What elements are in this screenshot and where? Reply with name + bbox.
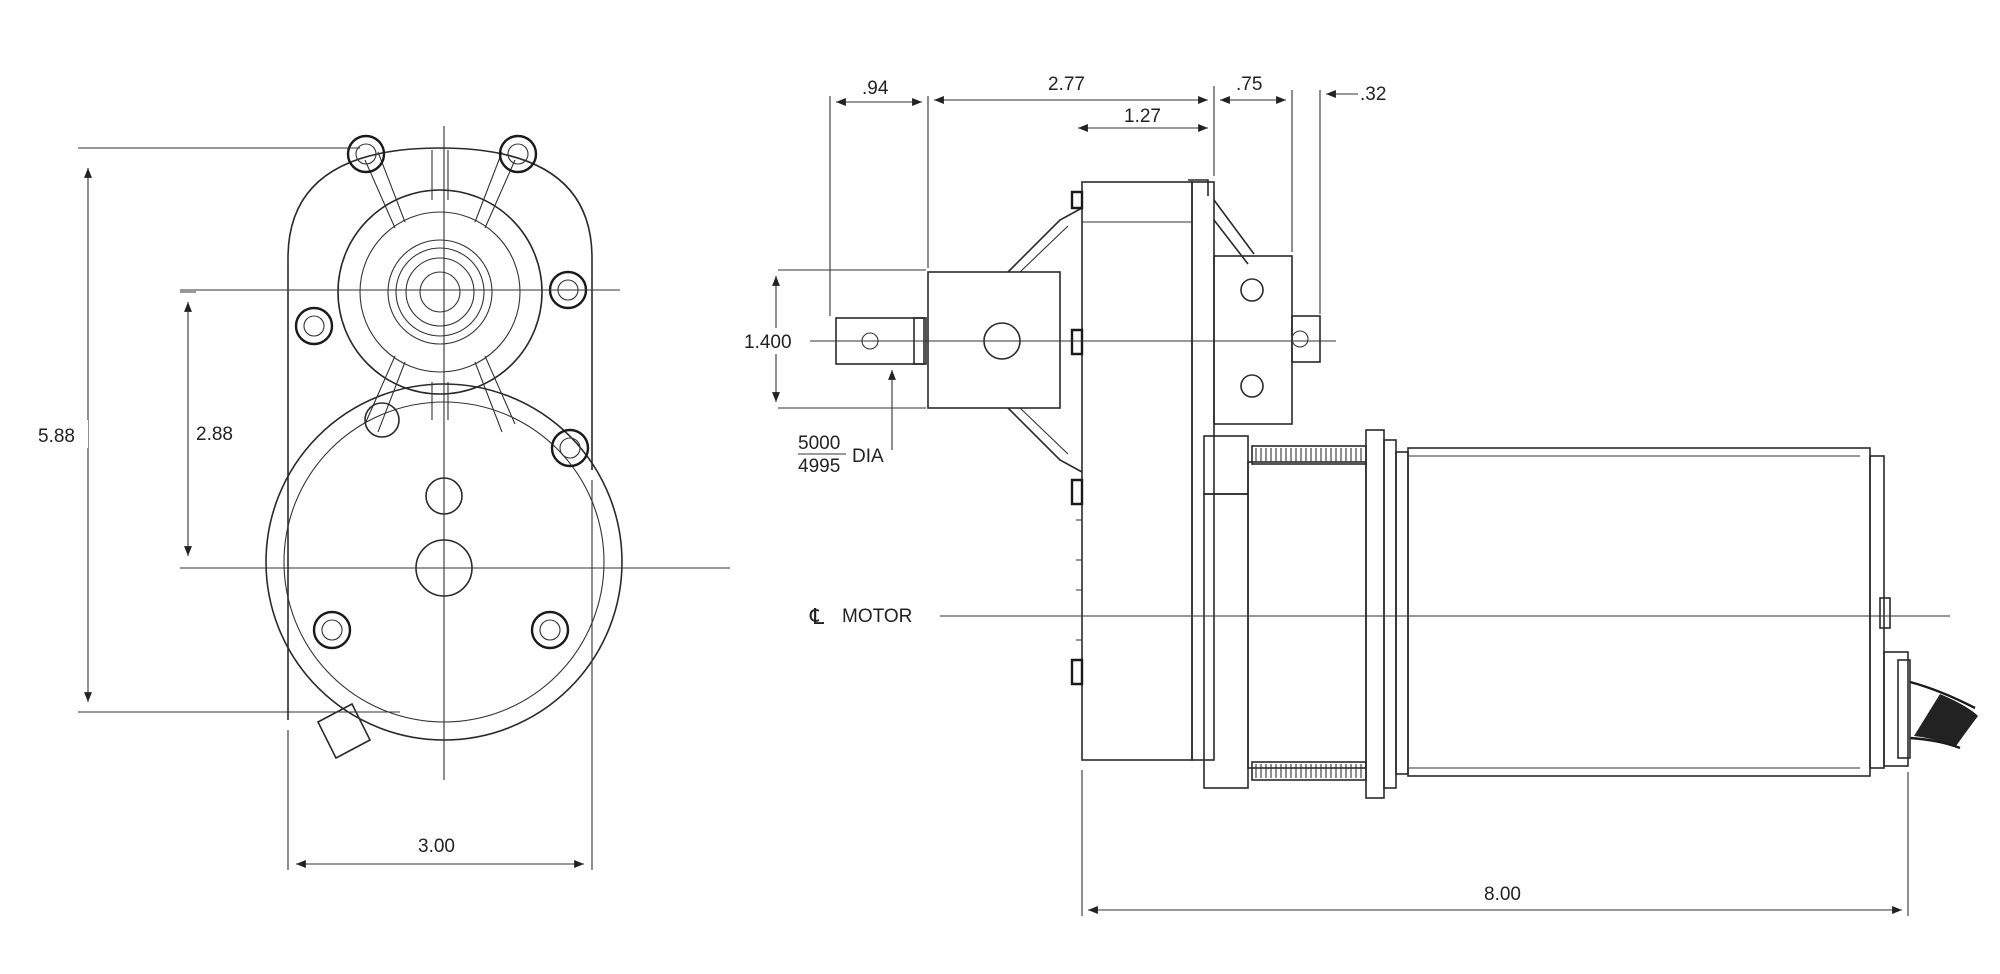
dim-shaft-height-label: 1.400 — [744, 332, 792, 353]
front-view: 5.88 2.88 3.00 — [36, 126, 730, 870]
cable-gland — [1883, 651, 1909, 767]
dim-flange-label: .75 — [1236, 74, 1262, 95]
dim-width-label: 3.00 — [418, 836, 455, 857]
centerline-symbol: ℄ — [809, 604, 825, 629]
thread-band — [1251, 445, 1367, 781]
motor-can — [1407, 447, 1871, 777]
output-hub — [927, 271, 1061, 409]
dim-center-spacing-label: 2.88 — [196, 424, 233, 445]
gearbox-housing — [1081, 181, 1193, 761]
dim-height-label: 5.88 — [38, 426, 75, 447]
rear-stub-shaft — [1291, 315, 1321, 363]
dim-overall-length-label: 8.00 — [1484, 884, 1521, 905]
dim-offset-label: 1.27 — [1124, 106, 1161, 127]
side-view: .94 2.77 1.27 .75 .32 1.400 5000 4995 DI… — [742, 74, 1978, 916]
dia-numerator: 5000 — [798, 433, 840, 454]
dim-housing-span-label: 2.77 — [1048, 74, 1085, 95]
dim-shaft-length-label: .94 — [862, 78, 889, 99]
dia-suffix: DIA — [852, 446, 884, 467]
front-housing-outline — [287, 147, 593, 720]
mounting-flange — [1191, 181, 1215, 761]
dia-denominator: 4995 — [798, 456, 840, 477]
flange-block — [1213, 255, 1293, 425]
front-output-boss — [337, 189, 543, 395]
centerline-label: MOTOR — [842, 606, 912, 627]
front-bolts — [294, 134, 590, 650]
dim-stub-label: .32 — [1360, 84, 1386, 105]
